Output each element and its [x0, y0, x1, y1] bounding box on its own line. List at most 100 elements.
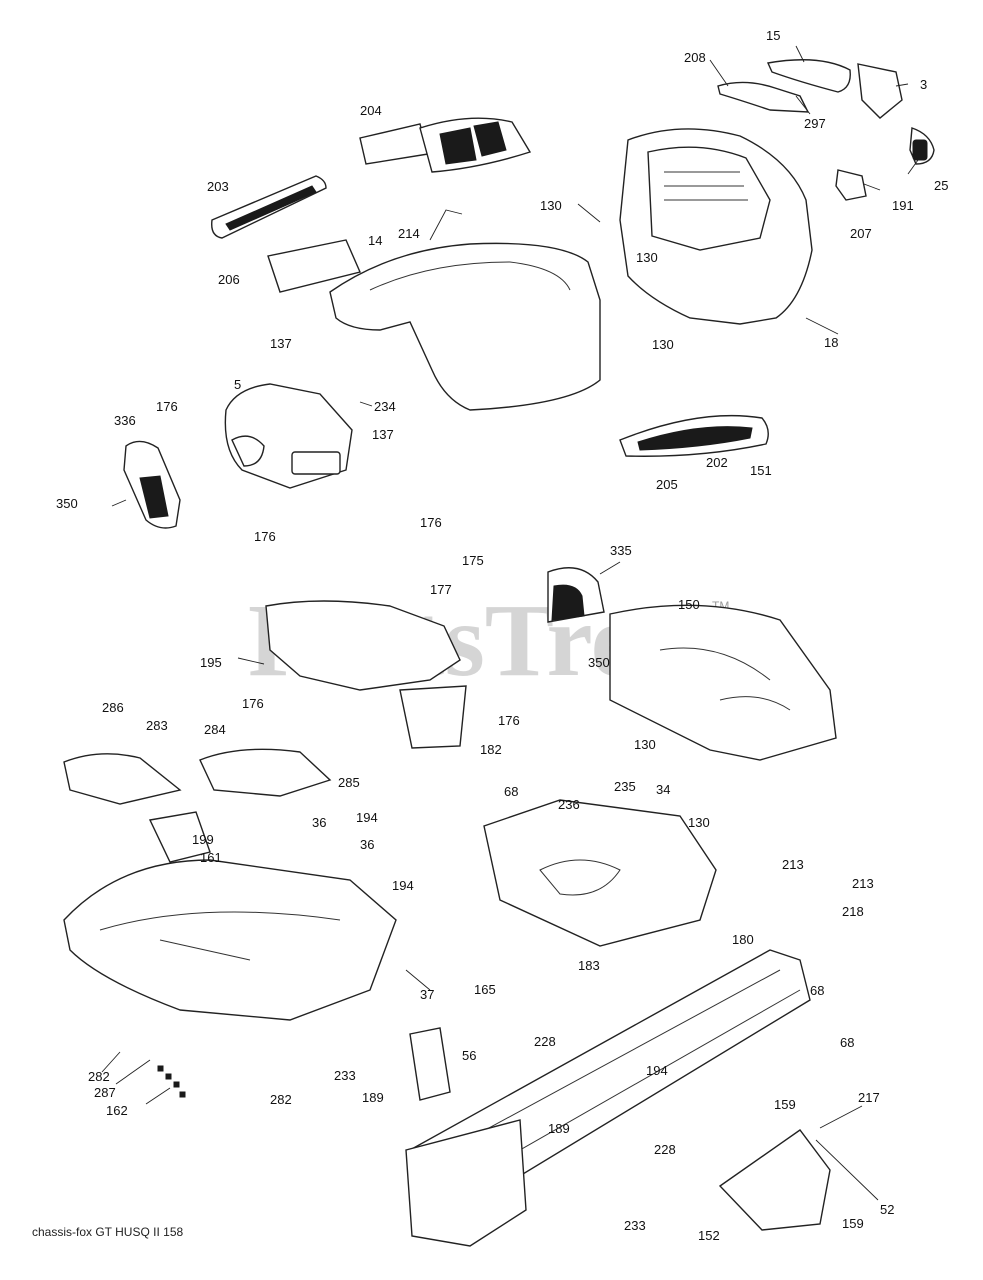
callout-label: 285	[338, 775, 360, 790]
callout-label: 5	[234, 377, 241, 392]
part-37-floor-pan-contour	[99, 911, 341, 961]
callout-label: 56	[462, 1048, 476, 1063]
callout-label: 195	[200, 655, 222, 670]
callout-label: 36	[360, 837, 374, 852]
component-drawings	[63, 59, 935, 1247]
callout-label: 204	[360, 103, 382, 118]
part-front-frame	[405, 1119, 527, 1247]
part-206-dash	[267, 239, 361, 293]
callout-label: 182	[480, 742, 502, 757]
part-hood	[329, 242, 601, 411]
callout-label: 34	[656, 782, 670, 797]
leader-lines	[101, 45, 919, 1201]
callout-label: 130	[634, 737, 656, 752]
callout-label: 203	[207, 179, 229, 194]
callout-label: 150	[678, 597, 700, 612]
callout-label: 282	[270, 1092, 292, 1107]
callout-label: 213	[852, 876, 874, 891]
part-25-cap-face	[912, 139, 928, 161]
part-56-bracket	[409, 1027, 451, 1101]
part-202-grille-mesh	[637, 426, 753, 451]
callout-label: 235	[614, 779, 636, 794]
callout-label: 205	[656, 477, 678, 492]
callout-label: 162	[106, 1103, 128, 1118]
callout-labels: 15 208 3 297 204 25 191 203 130 214 207 …	[56, 28, 948, 1243]
callout-label: 151	[750, 463, 772, 478]
callout-label: 176	[156, 399, 178, 414]
callout-label: 176	[242, 696, 264, 711]
callout-label: 137	[372, 427, 394, 442]
callout-label: 3	[920, 77, 927, 92]
part-336-panel-mesh	[139, 475, 169, 519]
callout-label: 214	[398, 226, 420, 241]
callout-label: 287	[94, 1085, 116, 1100]
callout-label: 233	[624, 1218, 646, 1233]
callout-label: 176	[498, 713, 520, 728]
callout-label: 194	[356, 810, 378, 825]
callout-label: 130	[688, 815, 710, 830]
callout-label: 213	[782, 857, 804, 872]
callout-label: 282	[88, 1069, 110, 1084]
part-hood-contour	[369, 261, 571, 291]
callout-label: 137	[270, 336, 292, 351]
part-15-trim	[766, 59, 851, 93]
callout-label: 159	[842, 1216, 864, 1231]
part-150-deck-contour	[659, 647, 791, 711]
callout-label: 207	[850, 226, 872, 241]
callout-label: 177	[430, 582, 452, 597]
part-3-latch	[857, 63, 903, 119]
callout-label: 52	[880, 1202, 894, 1217]
callout-label: 152	[698, 1228, 720, 1243]
callout-label: 283	[146, 718, 168, 733]
part-37-floor-pan	[63, 859, 397, 1021]
callout-label: 202	[706, 455, 728, 470]
part-286-footrest	[63, 753, 182, 805]
callout-label: 161	[200, 850, 222, 865]
diagram-code: chassis-fox GT HUSQ II 158	[32, 1225, 183, 1239]
part-5-gauge	[231, 435, 265, 467]
part-297-bracket	[717, 81, 810, 113]
callout-label: 68	[504, 784, 518, 799]
callout-label: 159	[774, 1097, 796, 1112]
callout-label: 191	[892, 198, 914, 213]
callout-label: 228	[534, 1034, 556, 1049]
callout-label: 217	[858, 1090, 880, 1105]
part-203-grille-mesh	[225, 185, 317, 231]
callout-label: 286	[102, 700, 124, 715]
callout-label: 180	[732, 932, 754, 947]
callout-label: 183	[578, 958, 600, 973]
part-68-plate-contour	[539, 859, 621, 896]
callout-label: 297	[804, 116, 826, 131]
callout-label: 350	[588, 655, 610, 670]
callout-label: 36	[312, 815, 326, 830]
callout-label: 189	[548, 1121, 570, 1136]
callout-label: 68	[840, 1035, 854, 1050]
part-150-deck	[609, 604, 837, 761]
callout-label: 130	[540, 198, 562, 213]
callout-label: 175	[462, 553, 484, 568]
part-199-bracket	[148, 811, 211, 863]
callout-label: 194	[646, 1063, 668, 1078]
callout-label: 284	[204, 722, 226, 737]
callout-label: 194	[392, 878, 414, 893]
callout-label: 25	[934, 178, 948, 193]
part-335-vent-face	[551, 584, 585, 621]
callout-label: 228	[654, 1142, 676, 1157]
callout-label: 130	[636, 250, 658, 265]
part-204-panel	[359, 123, 429, 165]
callout-label: 176	[420, 515, 442, 530]
part-195-console	[265, 600, 461, 691]
callout-label: 233	[334, 1068, 356, 1083]
callout-label: 208	[684, 50, 706, 65]
callout-label: 176	[254, 529, 276, 544]
callout-label: 18	[824, 335, 838, 350]
callout-label: 130	[652, 337, 674, 352]
callout-label: 206	[218, 272, 240, 287]
part-204-stripe-1	[439, 127, 477, 165]
callout-label: 350	[56, 496, 78, 511]
part-rear-body-vents	[664, 171, 748, 201]
callout-label: 68	[810, 983, 824, 998]
callout-label: 234	[374, 399, 396, 414]
callout-label: 199	[192, 832, 214, 847]
callout-label: 189	[362, 1090, 384, 1105]
